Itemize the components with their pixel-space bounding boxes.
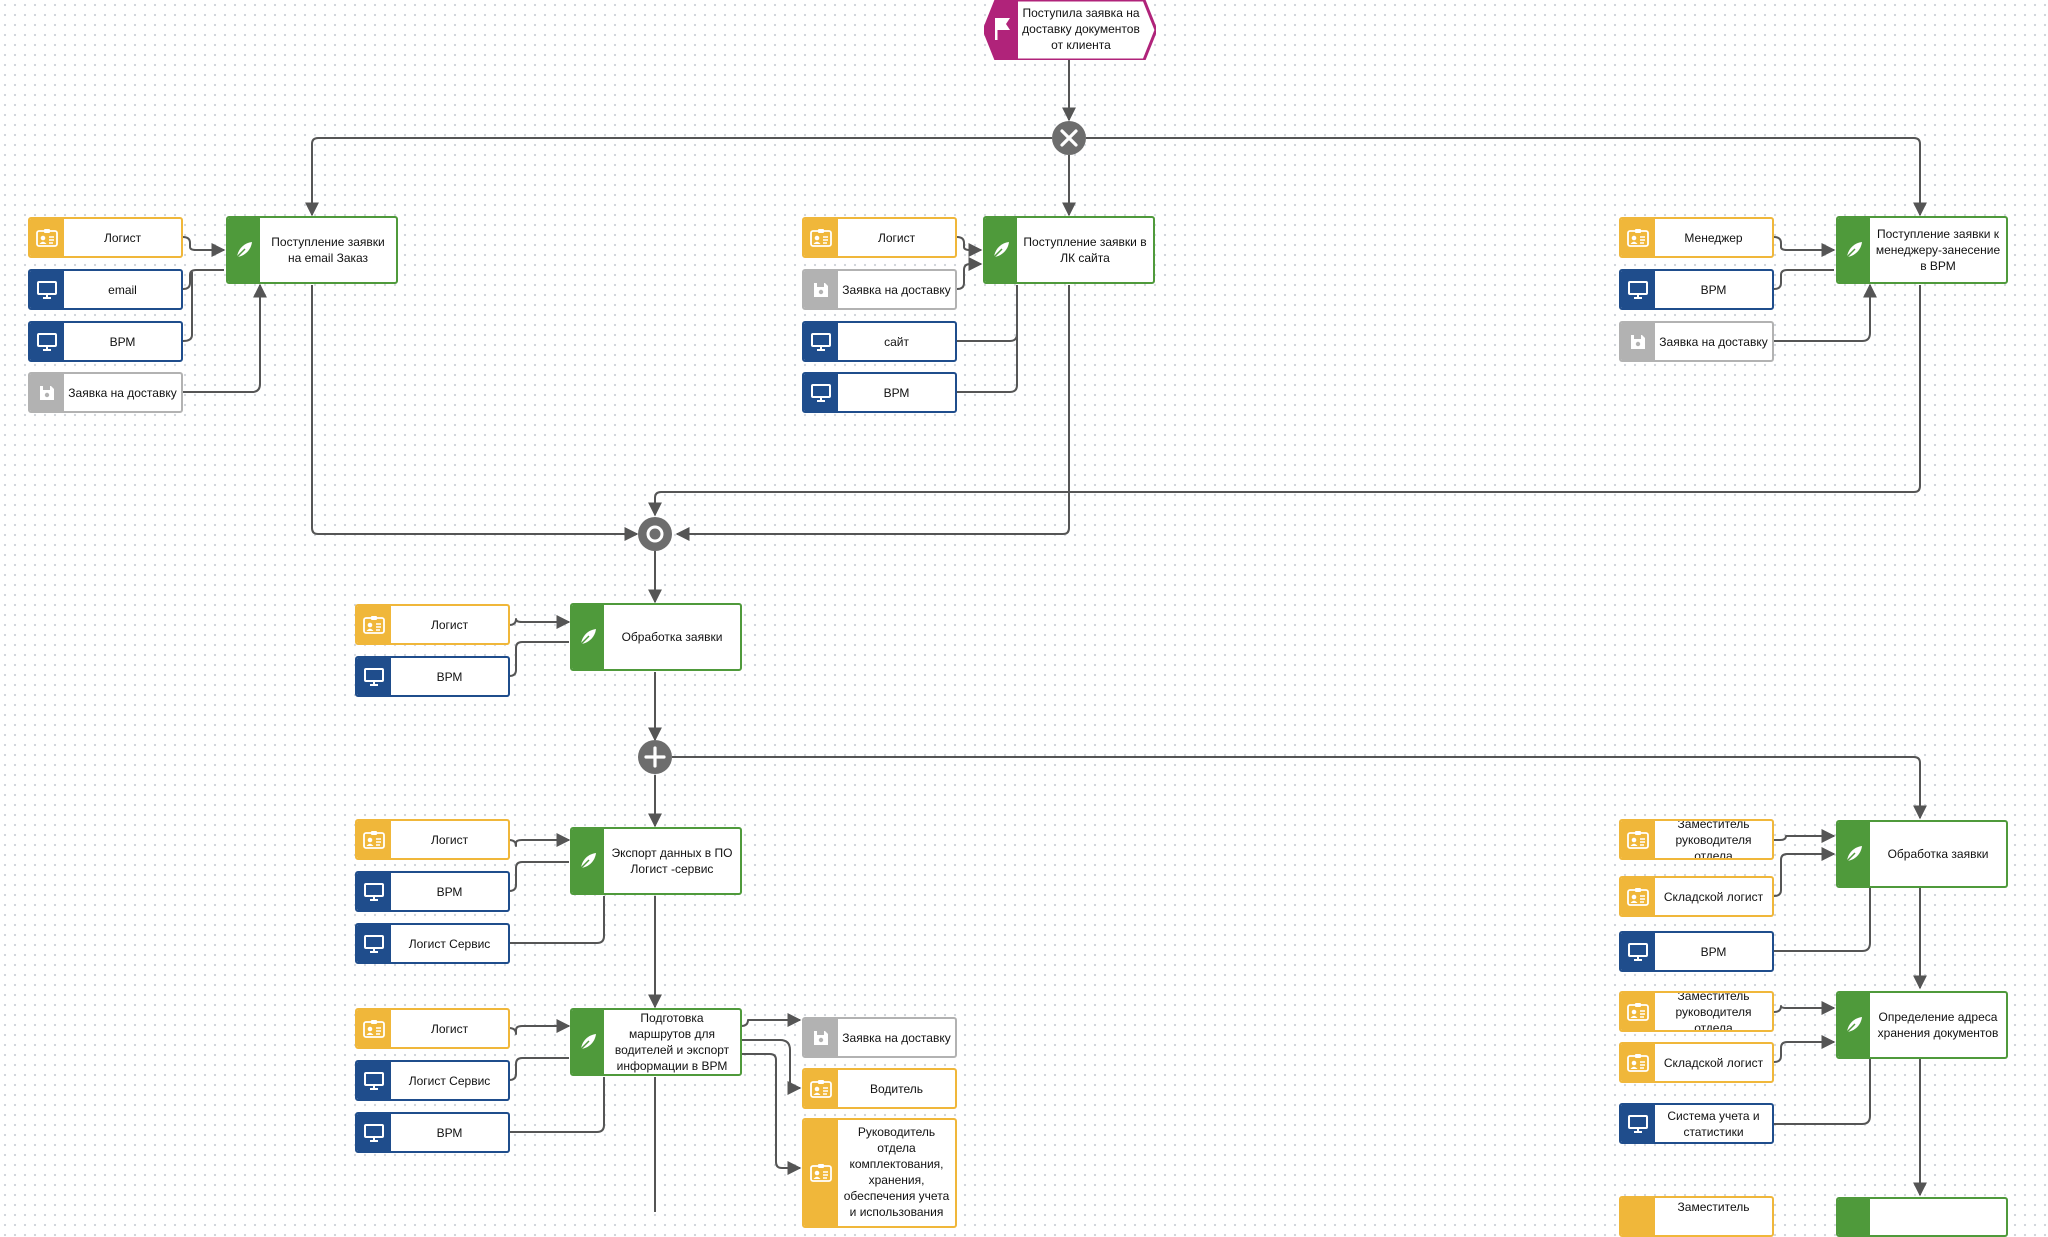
system-site[interactable]: сайт [802,321,957,362]
flow-xgateway-right [1086,137,1927,217]
system-vrm[interactable]: ВРМ [802,372,957,413]
task-manager-entry[interactable]: Поступление заявки к менеджеру-занесение… [1836,216,2008,284]
system-vrm[interactable]: ВРМ [28,321,183,362]
task-label: Обработка заявки [621,630,723,644]
plus-gateway-icon [644,746,666,768]
system-logist-service[interactable]: Логист Сервис [355,923,510,964]
leaf-icon [1838,993,1870,1057]
system-vrm[interactable]: ВРМ [355,871,510,912]
task-label: Экспорт данных в ПО Логист -сервис [611,846,733,876]
id-card-icon [1621,821,1655,858]
document-delivery-request[interactable]: Заявка на доставку [802,269,957,310]
x-gateway-icon [1060,129,1078,147]
task-label: Поступление заявки на email Заказ [271,235,385,265]
monitor-icon [357,1062,391,1099]
task-partial-bottom[interactable] [1836,1197,2008,1237]
id-card-icon [804,1120,838,1226]
role-logist[interactable]: Логист [355,604,510,645]
system-vrm[interactable]: ВРМ [1619,269,1774,310]
exclusive-gateway[interactable] [1052,121,1086,155]
floppy-disk-icon [804,1019,838,1056]
parallel-gateway[interactable] [638,740,672,774]
flow-parallel-right [672,756,1927,820]
role-logist[interactable]: Логист [802,217,957,258]
flow-email-to-merge [311,285,639,541]
id-card-icon [804,1070,838,1107]
task-label: Обработка заявки [1887,847,1989,861]
flow-xgateway-left [305,137,1052,217]
leaf-icon [1838,1199,1870,1235]
id-card-icon [357,821,391,858]
document-delivery-request[interactable]: Заявка на доставку [1619,321,1774,362]
role-logist[interactable]: Логист [28,217,183,258]
flag-icon [995,18,1010,40]
monitor-icon [357,658,391,695]
role-logist[interactable]: Логист [355,819,510,860]
task-prepare-routes[interactable]: Подготовка маршрутов для водителей и экс… [570,1008,742,1076]
task-storage-address[interactable]: Определение адреса хранения документов [1836,991,2008,1059]
leaf-icon [572,829,604,893]
document-delivery-request[interactable]: Заявка на доставку [802,1017,957,1058]
id-card-icon [1621,878,1655,915]
id-card-icon [1621,993,1655,1030]
floppy-disk-icon [804,271,838,308]
system-vrm[interactable]: ВРМ [355,656,510,697]
id-card-icon [357,606,391,643]
monitor-icon [357,925,391,962]
task-process-request[interactable]: Обработка заявки [570,603,742,671]
id-card-icon [804,219,838,256]
task-email-order[interactable]: Поступление заявки на email Заказ [226,216,398,284]
task-site-account[interactable]: Поступление заявки в ЛК сайта [983,216,1155,284]
id-card-icon [1621,1044,1655,1081]
circle-gateway-icon [646,525,664,543]
monitor-icon [1621,933,1655,970]
task-process-request-right[interactable]: Обработка заявки [1836,820,2008,888]
start-event-label: Поступила заявка на доставку документов … [1022,6,1140,52]
task-label: Поступление заявки в ЛК сайта [1023,235,1147,265]
system-logist-service[interactable]: Логист Сервис [355,1060,510,1101]
id-card-icon [1621,219,1655,256]
system-vrm[interactable]: ВРМ [1619,931,1774,972]
role-deputy-head[interactable]: Заместитель руководителя отдела [1619,991,1774,1032]
role-logist[interactable]: Логист [355,1008,510,1049]
monitor-icon [357,1114,391,1151]
floppy-disk-icon [30,374,64,411]
role-manager[interactable]: Менеджер [1619,217,1774,258]
start-event[interactable] [984,0,1156,60]
monitor-icon [804,323,838,360]
role-warehouse-logist[interactable]: Складской логист [1619,876,1774,917]
system-accounting-statistics[interactable]: Система учета и статистики [1619,1103,1774,1144]
system-email[interactable]: email [28,269,183,310]
monitor-icon [1621,1105,1655,1142]
task-label: Определение адреса хранения документов [1877,1010,1999,1040]
task-label: Поступление заявки к менеджеру-занесение… [1875,227,2001,273]
monitor-icon [30,271,64,308]
leaf-icon [572,1010,604,1074]
leaf-icon [985,218,1017,282]
document-delivery-request[interactable]: Заявка на доставку [28,372,183,413]
role-deputy-head[interactable]: Заместитель руководителя отдела [1619,819,1774,860]
inclusive-gateway[interactable] [638,517,672,551]
monitor-icon [1621,271,1655,308]
leaf-icon [1838,822,1870,886]
id-card-icon [357,1010,391,1047]
task-label: Подготовка маршрутов для водителей и экс… [614,1011,730,1073]
monitor-icon [804,374,838,411]
role-driver[interactable]: Водитель [802,1068,957,1109]
id-card-icon [30,219,64,256]
monitor-icon [30,323,64,360]
leaf-icon [228,218,260,282]
system-vrm[interactable]: ВРМ [355,1112,510,1153]
task-export-data[interactable]: Экспорт данных в ПО Логист -сервис [570,827,742,895]
leaf-icon [1838,218,1870,282]
role-deputy-head-partial[interactable]: Заместитель [1619,1196,1774,1237]
leaf-icon [572,605,604,669]
id-card-icon [1621,1198,1655,1235]
monitor-icon [357,873,391,910]
role-warehouse-logist[interactable]: Складской логист [1619,1042,1774,1083]
floppy-disk-icon [1621,323,1655,360]
